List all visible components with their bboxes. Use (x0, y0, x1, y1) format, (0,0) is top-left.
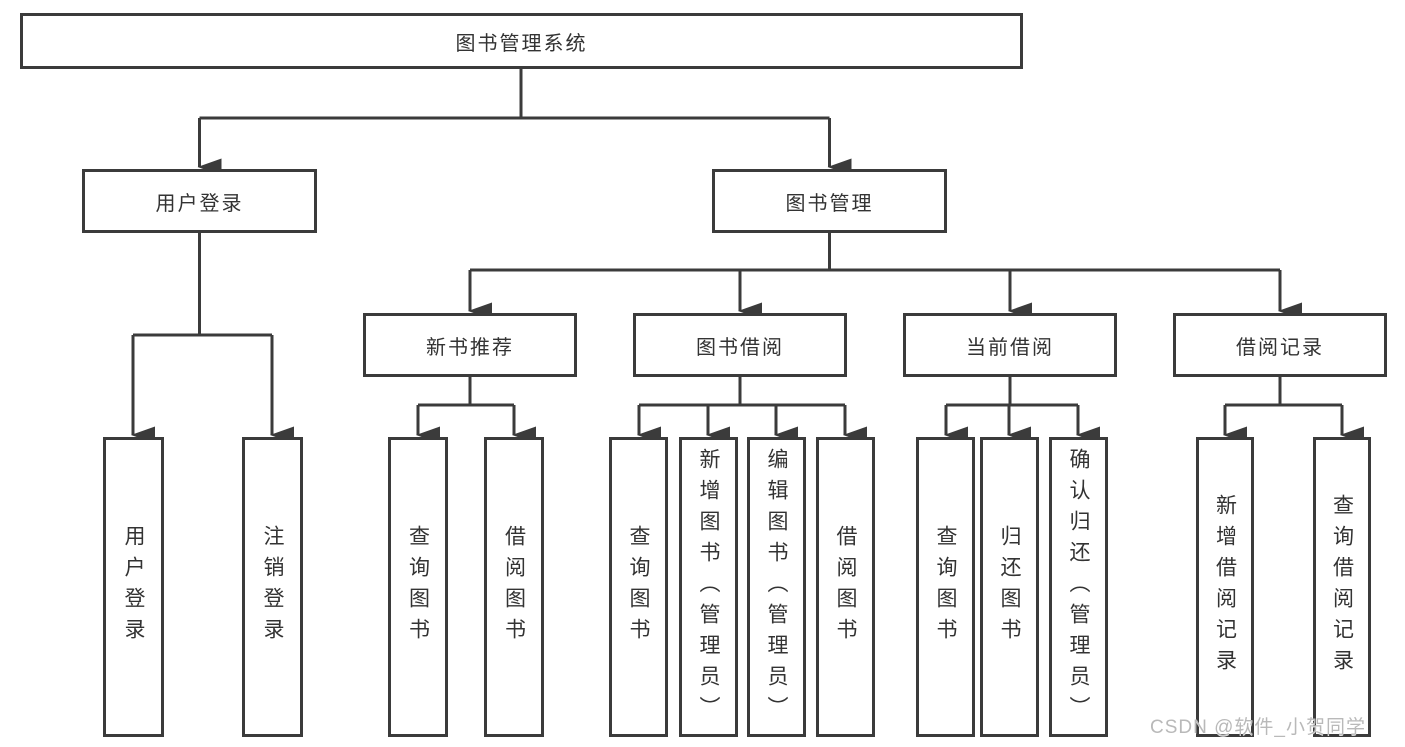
leaf-newbooks-borrow-books: 借阅图书 (484, 437, 544, 737)
leaf-confirm-return-admin: 确认归还（管理员） (1049, 437, 1108, 737)
leaf-return-books: 归还图书 (980, 437, 1039, 737)
node-current-borrowing: 当前借阅 (903, 313, 1117, 377)
leaf-add-book-admin: 新增图书（管理员） (679, 437, 738, 737)
leaf-logout: 注销登录 (242, 437, 303, 737)
leaf-newbooks-query-books: 查询图书 (388, 437, 448, 737)
leaf-current-query-books: 查询图书 (916, 437, 975, 737)
leaf-borrowing-borrow-books: 借阅图书 (816, 437, 875, 737)
node-library-management-system: 图书管理系统 (20, 13, 1023, 69)
csdn-watermark: CSDN @软件_小贺同学 (1150, 717, 1366, 738)
node-new-book-recommend: 新书推荐 (363, 313, 577, 377)
node-book-management: 图书管理 (712, 169, 947, 233)
leaf-borrowing-query-books: 查询图书 (609, 437, 668, 737)
leaf-edit-book-admin: 编辑图书（管理员） (747, 437, 806, 737)
leaf-user-login: 用户登录 (103, 437, 164, 737)
node-borrow-records: 借阅记录 (1173, 313, 1387, 377)
leaf-add-borrow-record: 新增借阅记录 (1196, 437, 1254, 737)
leaf-query-borrow-record: 查询借阅记录 (1313, 437, 1371, 737)
node-book-borrowing: 图书借阅 (633, 313, 847, 377)
node-user-login: 用户登录 (82, 169, 317, 233)
